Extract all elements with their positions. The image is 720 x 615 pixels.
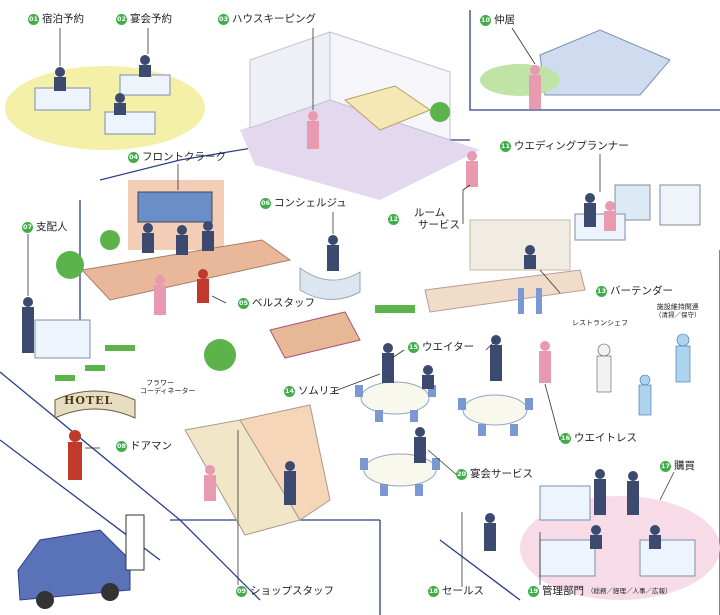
badge-01: 01 [28,14,39,25]
label-maint-2: （清掃／保守） [655,311,701,319]
label-text-11: ウエディングプランナー [514,140,629,153]
label-01: 01 宿泊予約 [28,14,84,25]
round-tables [360,381,528,487]
label-note-19: （総務／経理／人事／広報） [587,587,672,596]
hotel-standing-sign [125,514,145,571]
label-text-12b: サービス [418,218,460,231]
label-text-16: ウエイトレス [574,432,637,445]
label-02: 02 宴会予約 [116,14,172,25]
badge-05: 05 [238,298,249,309]
chairs [355,288,542,496]
badge-07: 07 [22,222,33,233]
label-11: 11 ウエディングプランナー [500,141,629,152]
label-chef: レストランシェフ [572,319,628,327]
label-flower: フラワー コーディネーター [140,380,196,395]
label-20: 20 宴会サービス [456,469,533,480]
badge-11: 11 [500,141,511,152]
japanese-inn [539,29,671,96]
garden [480,64,560,96]
label-text-01: 宿泊予約 [42,13,84,26]
bar-shelf [469,219,571,271]
badge-10: 10 [480,15,491,26]
housekeeping-floor [240,100,480,200]
label-19: 19 管理部門 （総務／経理／人事／広報） [528,586,672,597]
label-text-18: セールス [442,585,484,598]
shop-shelf [239,404,331,521]
badge-20: 20 [456,469,467,480]
label-18: 18 セールス [428,586,484,597]
badge-06: 06 [260,198,271,209]
label-12-stack: ルーム サービス [402,208,460,230]
label-text-15: ウエイター [422,341,475,354]
label-06: 06 コンシェルジュ [260,198,347,209]
car [17,529,131,609]
label-text-06: コンシェルジュ [274,197,347,210]
bed [343,85,432,131]
label-05: 05 ベルスタッフ [238,298,315,309]
front-painting [137,191,213,223]
label-13: 13 バーテンダー [596,286,673,297]
staff-figures [22,55,691,551]
label-text-10: 仲居 [494,14,515,27]
badge-16: 16 [560,433,571,444]
hotel-sign-board [54,390,136,419]
label-maintenance: 施設維持関連 （清掃／保守） [655,304,701,319]
label-text-08: ドアマン [130,440,172,453]
label-15: 15 ウエイター [408,342,474,353]
wedding-photo [659,184,701,226]
badge-17: 17 [660,461,671,472]
label-flower-2: コーディネーター [140,387,196,395]
plants [55,102,450,381]
label-text-20: 宴会サービス [470,468,533,481]
badge-18: 18 [428,586,439,597]
label-09: 09 ショップスタッフ [236,586,334,597]
badge-15: 15 [408,342,419,353]
concierge-desk [299,267,361,301]
label-flower-1: フラワー [146,379,174,387]
lounge-sofa [269,311,361,359]
badge-13: 13 [596,286,607,297]
label-text-04: フロントクラーク [142,151,226,164]
label-text-17: 購買 [674,460,695,473]
badge-12: 12 [388,213,399,225]
badge-09: 09 [236,586,247,597]
label-10: 10 仲居 [480,15,515,26]
label-08: 08 ドアマン [116,441,172,452]
label-text-05: ベルスタッフ [252,297,315,310]
label-17: 17 購買 [660,461,695,472]
label-text-03: ハウスキーピング [232,13,316,26]
label-text-09: ショップスタッフ [250,585,334,598]
label-text-02: 宴会予約 [130,13,172,26]
label-14: 14 ソムリエ [284,386,340,397]
badge-19: 19 [528,586,539,597]
label-text-12a: ルーム [414,207,446,219]
label-16: 16 ウエイトレス [560,433,637,444]
label-text-14: ソムリエ [298,385,340,398]
label-maint-1: 施設維持関連 [656,303,699,311]
hotel-sign-text: HOTEL [64,394,114,407]
badge-14: 14 [284,386,295,397]
label-12: 12 ルーム サービス [388,208,460,230]
badge-04: 04 [128,152,139,163]
badge-03: 03 [218,14,229,25]
label-04: 04 フロントクラーク [128,152,226,163]
desks [34,74,696,577]
label-text-13: バーテンダー [610,285,673,298]
bar-counter [424,269,586,313]
label-text-07: 支配人 [36,221,68,234]
label-text-19: 管理部門 [542,585,584,598]
label-07: 07 支配人 [22,222,68,233]
badge-08: 08 [116,441,127,452]
label-03: 03 ハウスキーピング [218,14,316,25]
badge-02: 02 [116,14,127,25]
leader-lines [27,27,675,587]
